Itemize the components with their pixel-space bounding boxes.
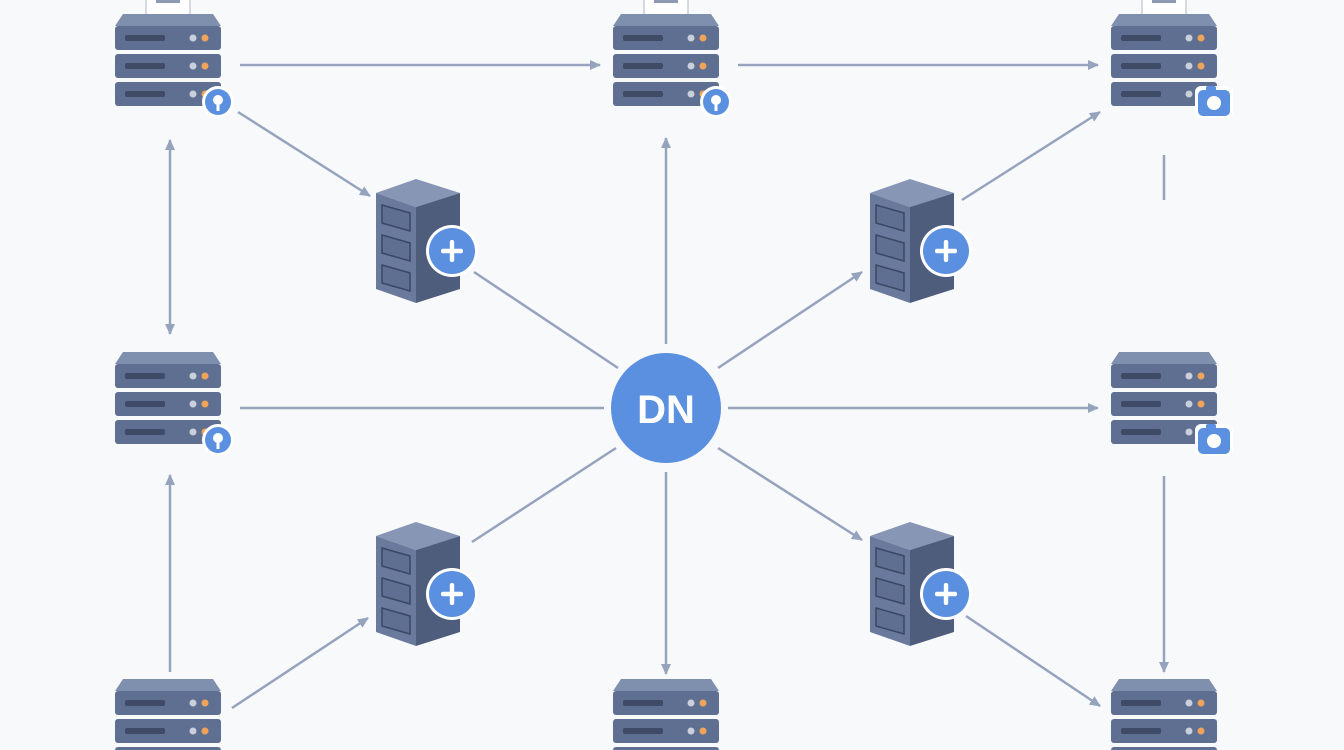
edge-hub-to-datanode-lower-right xyxy=(717,446,863,542)
server-unit xyxy=(613,26,719,50)
drive-bay xyxy=(875,607,905,635)
edge-datanode-upper-right-to-rack-top-right xyxy=(961,110,1101,202)
drive-bay xyxy=(875,234,905,262)
drive-bay xyxy=(381,234,411,262)
drive-bay xyxy=(875,577,905,605)
rack-top-left[interactable] xyxy=(115,0,234,118)
rack-top-right[interactable] xyxy=(1111,0,1233,118)
server-unit xyxy=(1111,747,1217,750)
server-unit xyxy=(613,82,719,106)
server-unit xyxy=(1111,82,1217,106)
camera-icon xyxy=(1195,86,1233,118)
hub-node[interactable]: DN xyxy=(611,353,721,463)
server-unit xyxy=(613,691,719,715)
server-unit xyxy=(115,82,221,106)
drive-bay xyxy=(875,204,905,232)
rack-bottom-left[interactable] xyxy=(115,679,221,750)
edge-datanode-lower-left-to-hub xyxy=(471,446,617,544)
server-unit xyxy=(115,26,221,50)
server-unit xyxy=(1111,420,1217,444)
server-unit xyxy=(115,691,221,715)
server-unit xyxy=(1111,719,1217,743)
drive-bay xyxy=(381,264,411,292)
rack-bottom-right[interactable] xyxy=(1111,679,1217,750)
camera-icon xyxy=(1195,424,1233,456)
edge-datanode-lower-right-to-rack-bottom-right xyxy=(965,614,1101,708)
drive-bay xyxy=(875,547,905,575)
hub-label: DN xyxy=(637,388,695,432)
plus-icon xyxy=(920,225,972,277)
server-unit xyxy=(1111,691,1217,715)
datanode-upper-right[interactable] xyxy=(870,179,972,303)
plus-icon xyxy=(426,568,478,620)
edge-rack-top-left-to-datanode-upper-left xyxy=(237,110,371,198)
edge-hub-to-datanode-upper-right xyxy=(717,270,863,370)
server-unit xyxy=(115,420,221,444)
server-unit xyxy=(613,719,719,743)
rack-middle-right[interactable] xyxy=(1111,352,1233,456)
drive-bay xyxy=(381,547,411,575)
plus-icon xyxy=(426,225,478,277)
server-unit xyxy=(613,747,719,750)
drive-bay xyxy=(381,607,411,635)
drive-bay xyxy=(381,204,411,232)
edge-datanode-upper-left-to-hub xyxy=(473,270,619,370)
server-unit xyxy=(115,392,221,416)
edge-rack-bottom-left-to-datanode-lower-left xyxy=(231,616,369,710)
server-unit xyxy=(1111,392,1217,416)
server-unit xyxy=(115,364,221,388)
nodes xyxy=(115,0,1233,750)
rack-top-center[interactable] xyxy=(613,0,732,118)
location-pin-icon xyxy=(202,86,234,118)
datanode-upper-left[interactable] xyxy=(376,179,478,303)
drive-bay xyxy=(875,264,905,292)
server-unit xyxy=(1111,54,1217,78)
rack-middle-left[interactable] xyxy=(115,352,234,456)
datanode-lower-left[interactable] xyxy=(376,522,478,646)
server-unit xyxy=(1111,364,1217,388)
datanode-lower-right[interactable] xyxy=(870,522,972,646)
server-unit xyxy=(115,719,221,743)
edges xyxy=(165,60,1169,710)
hub-circle xyxy=(611,353,721,463)
rack-bottom-center[interactable] xyxy=(613,679,719,750)
location-pin-icon xyxy=(202,424,234,456)
location-pin-icon xyxy=(700,86,732,118)
server-unit xyxy=(115,54,221,78)
plus-icon xyxy=(920,568,972,620)
drive-bay xyxy=(381,577,411,605)
server-unit xyxy=(115,747,221,750)
server-unit xyxy=(613,54,719,78)
server-unit xyxy=(1111,26,1217,50)
